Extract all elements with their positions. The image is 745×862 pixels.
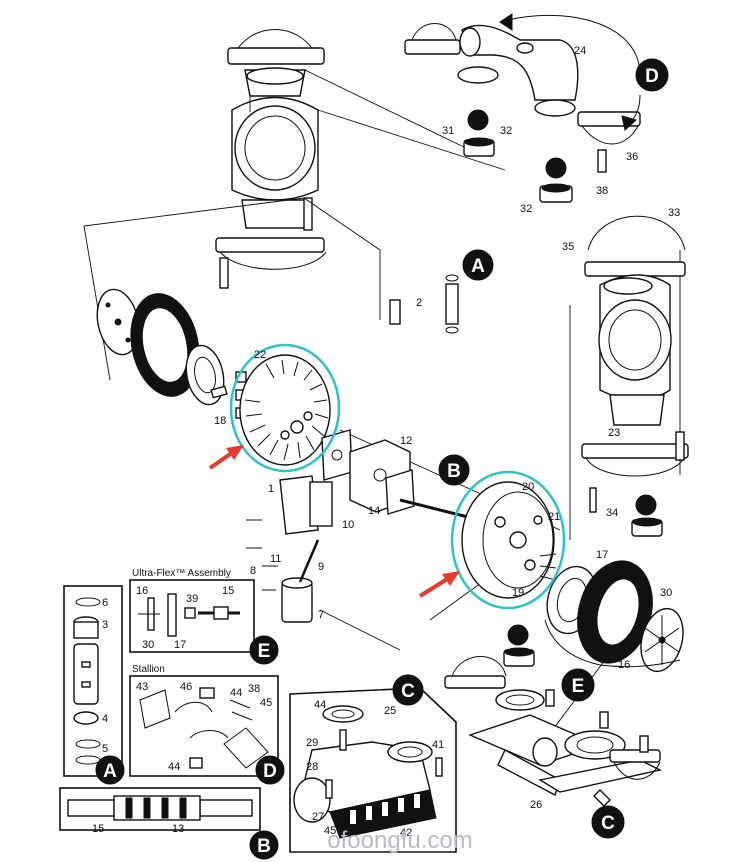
label-part: 14 — [368, 505, 380, 517]
highlights — [208, 343, 566, 610]
callout-E-right: E — [572, 676, 585, 697]
label-part: 25 — [384, 705, 396, 717]
callout-A-box: A — [103, 761, 117, 782]
label-part: 35 — [562, 241, 574, 253]
label-part: 15 — [92, 823, 104, 835]
label-part: 30 — [660, 587, 672, 599]
label-part: 24 — [574, 45, 586, 57]
label-part: 28 — [306, 761, 318, 773]
label-part: 4 — [102, 713, 108, 725]
inlet-manifold — [444, 656, 663, 807]
label-part: 15 — [222, 585, 234, 597]
label-part: 43 — [136, 681, 148, 693]
label-part: 39 — [186, 593, 198, 605]
label-part: 17 — [596, 549, 608, 561]
inset-ultraflex — [129, 579, 255, 653]
label-part: 16 — [618, 659, 630, 671]
center-air-section — [239, 274, 481, 623]
label-part: 11 — [270, 553, 281, 565]
callout-C-box: C — [401, 681, 415, 702]
label-part: 12 — [400, 435, 412, 447]
callout-C-right: C — [601, 813, 615, 834]
label-part: 26 — [530, 799, 542, 811]
label-part: 38 — [596, 185, 608, 197]
ultraflex-title: Ultra-Flex™ Assembly — [132, 568, 231, 579]
label-part: 46 — [180, 681, 192, 693]
label-part: 33 — [668, 207, 680, 219]
label-part: 2 — [416, 297, 422, 309]
label-part: 5 — [102, 743, 108, 755]
right-wet-end — [503, 215, 689, 673]
top-left-manifold — [215, 29, 327, 289]
part-labels: 1 2 7 8 9 10 11 12 14 18 19 20 21 22 23 … — [92, 45, 680, 839]
label-part: 41 — [432, 739, 444, 751]
label-part: 29 — [306, 737, 318, 749]
label-part: 31 — [442, 125, 454, 137]
right-air-chamber — [461, 481, 557, 599]
label-part: 20 — [522, 481, 534, 493]
label-part: 38 — [248, 683, 260, 695]
label-part: 44 — [314, 699, 326, 711]
label-part: 3 — [102, 619, 108, 631]
label-part: 32 — [500, 125, 512, 137]
label-part: 36 — [626, 151, 638, 163]
label-part: 6 — [102, 597, 108, 609]
watermark: ofoongfu.com — [327, 827, 472, 854]
inset-B — [59, 787, 261, 831]
label-part: 7 — [318, 609, 324, 621]
label-part: 1 — [268, 483, 274, 495]
callout-B-box: B — [257, 836, 271, 857]
label-part: 17 — [174, 639, 186, 651]
label-part: 44 — [168, 761, 180, 773]
label-part: 34 — [606, 507, 618, 519]
label-part: 30 — [142, 639, 154, 651]
label-part: 10 — [342, 519, 354, 531]
label-part: 22 — [254, 349, 266, 361]
callout-badges: A B D E C C A E D B — [95, 58, 669, 860]
callout-A-top: A — [471, 256, 485, 277]
label-part: 32 — [520, 203, 532, 215]
label-part: 23 — [608, 427, 620, 439]
label-part: 27 — [312, 811, 324, 823]
inset-stallion — [129, 675, 279, 777]
callout-E-box: E — [258, 641, 271, 662]
callout-D-top: D — [645, 66, 659, 87]
label-part: 45 — [260, 697, 272, 709]
inset-C — [289, 687, 457, 853]
inset-A — [63, 585, 123, 777]
left-wet-end — [96, 288, 247, 419]
label-part: 45 — [324, 825, 336, 837]
callout-B: B — [447, 461, 461, 482]
label-part: 42 — [400, 827, 412, 839]
label-part: 18 — [214, 415, 226, 427]
label-part: 21 — [548, 511, 560, 523]
label-part: 13 — [172, 823, 184, 835]
label-part: 44 — [230, 687, 242, 699]
label-part: 9 — [318, 561, 324, 573]
stallion-title: Stallion — [132, 664, 165, 675]
label-part: 16 — [136, 585, 148, 597]
label-part: 19 — [512, 587, 524, 599]
callout-D-box: D — [263, 761, 277, 782]
label-part: 8 — [250, 565, 256, 577]
discharge-manifold — [404, 13, 641, 203]
